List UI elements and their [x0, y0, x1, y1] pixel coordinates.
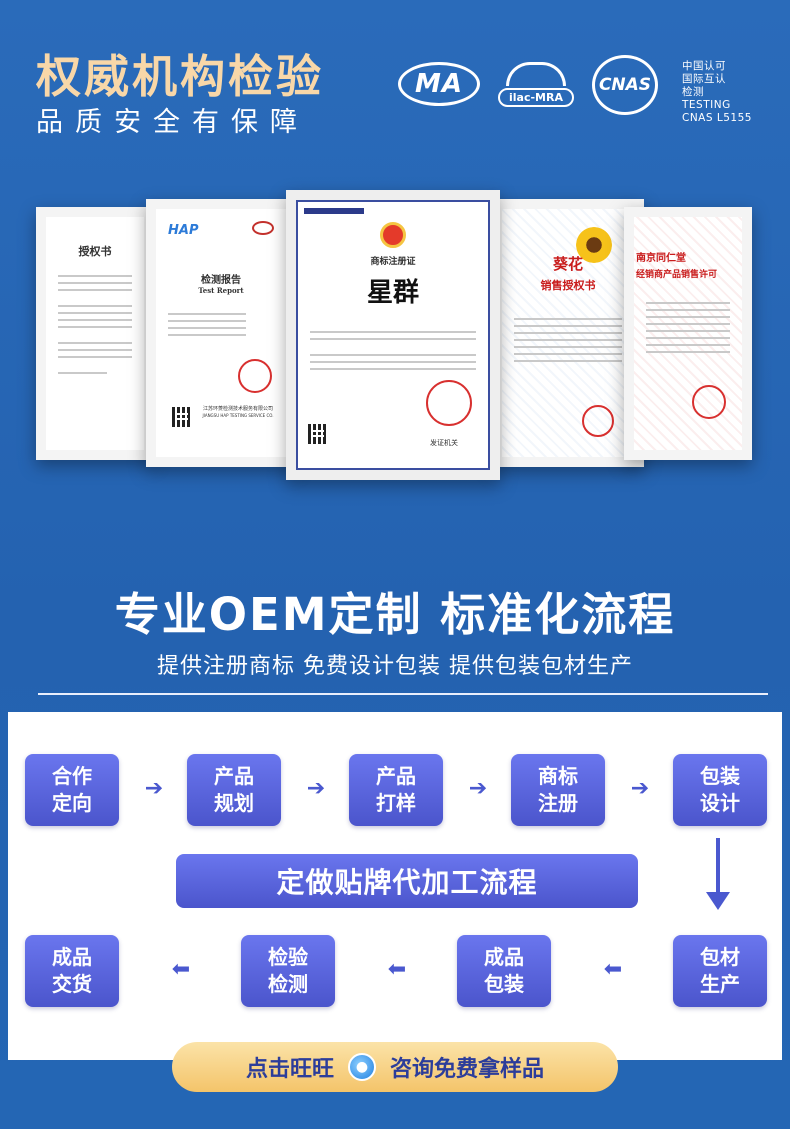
- certificate-paper: HAP 检测报告 Test Report 江苏环菱检测技术服务有限公司 JIAN…: [156, 209, 286, 457]
- page-subtitle: 品质安全有保障: [36, 107, 309, 138]
- certificate-title-en: Test Report: [198, 286, 244, 295]
- certificate-test-report: HAP 检测报告 Test Report 江苏环菱检测技术服务有限公司 JIAN…: [146, 199, 296, 467]
- certificate-authorization: 授权书: [36, 207, 154, 460]
- arrow-right-icon: ➔: [468, 776, 488, 801]
- step-label: 包装: [700, 764, 740, 788]
- certificate-paper: 南京同仁堂 经销商产品销售许可: [634, 217, 742, 450]
- step-label: 包装: [484, 972, 524, 996]
- cma-logo: MA: [398, 62, 480, 106]
- step-label: 成品: [52, 945, 92, 969]
- qr-code-icon: [308, 424, 328, 444]
- certificate-title: 商标注册证: [370, 257, 416, 267]
- ilac-mra-logo: ilac-MRA: [498, 62, 574, 107]
- step-label: 商标: [538, 764, 578, 788]
- certificate-sales-authorization: 葵花 销售授权书: [492, 199, 644, 467]
- step-finished-packaging: 成品包装: [457, 935, 551, 1007]
- step-delivery: 成品交货: [25, 935, 119, 1007]
- arrow-right-icon: ➔: [144, 776, 164, 801]
- process-banner: 定做贴牌代加工流程: [176, 854, 638, 908]
- step-sampling: 产品打样: [349, 754, 443, 826]
- cma-logo-text: MA: [415, 69, 463, 99]
- certificate-title: 经销商产品销售许可: [636, 270, 718, 280]
- certificate-footer: 发证机关: [430, 439, 458, 447]
- cta-left-label: 点击旺旺: [245, 1057, 334, 1082]
- step-product-planning: 产品规划: [187, 754, 281, 826]
- cnas-line: TESTING: [682, 99, 731, 111]
- divider: [38, 693, 768, 695]
- step-trademark-registration: 商标注册: [511, 754, 605, 826]
- consult-button[interactable]: 点击旺旺 ● 咨询免费拿样品: [172, 1042, 618, 1092]
- certificate-paper: 葵花 销售授权书: [502, 209, 634, 457]
- red-seal-icon: [582, 405, 614, 437]
- brand-name: 葵花: [552, 255, 583, 273]
- certificate-paper: 商标注册证 星群 发证机关: [296, 200, 490, 470]
- certificate-paper: 授权书: [46, 217, 144, 450]
- certificate-footer: 江苏环菱检测技术服务有限公司: [202, 406, 273, 412]
- cnas-logo-text: CNAS: [598, 75, 652, 95]
- wangwang-icon: ●: [348, 1053, 376, 1081]
- step-label: 产品: [214, 764, 254, 788]
- step-packaging-production: 包材生产: [673, 935, 767, 1007]
- process-panel: 合作定向 ➔ 产品规划 ➔ 产品打样 ➔ 商标注册 ➔ 包装设计 定做贴牌代加工…: [8, 712, 782, 1060]
- step-cooperation: 合作定向: [25, 754, 119, 826]
- step-label: 生产: [700, 972, 740, 996]
- cnas-line: 中国认可: [682, 60, 726, 72]
- arrow-left-icon: ⬅: [171, 957, 191, 982]
- arrow-right-icon: ➔: [630, 776, 650, 801]
- certificate-dealer-license: 南京同仁堂 经销商产品销售许可: [624, 207, 752, 460]
- cta-right-label: 咨询免费拿样品: [390, 1057, 545, 1082]
- brand-name: 南京同仁堂: [636, 253, 686, 264]
- sunflower-icon: [576, 227, 612, 263]
- step-packaging-design: 包装设计: [673, 754, 767, 826]
- arrow-left-icon: ⬅: [603, 957, 623, 982]
- cma-stamp-icon: [252, 221, 274, 235]
- oem-subtitle: 提供注册商标 免费设计包装 提供包装包材生产: [157, 654, 633, 679]
- national-emblem-icon: [380, 222, 406, 248]
- cnas-logo: CNAS: [592, 55, 658, 115]
- step-label: 打样: [376, 791, 416, 815]
- cnas-line: 国际互认: [682, 73, 726, 85]
- step-label: 注册: [538, 791, 578, 815]
- certificate-title: 检测报告: [201, 275, 241, 286]
- trademark-mark: 星群: [366, 278, 419, 308]
- red-seal-icon: [692, 385, 726, 419]
- arrow-left-icon: ⬅: [387, 957, 407, 982]
- step-label: 设计: [700, 791, 740, 815]
- step-label: 包材: [700, 945, 740, 969]
- arrow-right-icon: ➔: [306, 776, 326, 801]
- red-seal-icon: [238, 359, 272, 393]
- qr-code-icon: [172, 407, 192, 427]
- cnas-line: 检测: [682, 86, 704, 98]
- step-label: 定向: [52, 791, 92, 815]
- cnas-accreditation-text: 中国认可 国际互认 检测 TESTING CNAS L5155: [682, 60, 752, 125]
- arrow-down-icon: [716, 838, 720, 894]
- page-title: 权威机构检验: [36, 50, 325, 103]
- certificate-footer-en: JIANGSU HAP TESTING SERVICE CO.: [202, 413, 274, 418]
- step-label: 交货: [52, 972, 92, 996]
- certificate-header-bar: [304, 208, 364, 214]
- arrow-down-head: [706, 892, 730, 910]
- oem-title: 专业OEM定制 标准化流程: [114, 588, 676, 641]
- certificate-title: 销售授权书: [540, 279, 596, 292]
- step-label: 产品: [376, 764, 416, 788]
- certificate-trademark: 商标注册证 星群 发证机关: [286, 190, 500, 480]
- cnas-line: CNAS L5155: [682, 112, 752, 124]
- step-inspection: 检验检测: [241, 935, 335, 1007]
- red-seal-icon: [426, 380, 472, 426]
- step-label: 规划: [214, 791, 254, 815]
- step-label: 检验: [268, 945, 308, 969]
- step-label: 检测: [268, 972, 308, 996]
- step-label: 成品: [484, 945, 524, 969]
- hap-logo: HAP: [168, 223, 199, 238]
- step-label: 合作: [52, 764, 92, 788]
- ilac-logo-text: ilac-MRA: [498, 88, 574, 107]
- ilac-rings-icon: [506, 62, 566, 86]
- certificate-title: 授权书: [78, 245, 112, 258]
